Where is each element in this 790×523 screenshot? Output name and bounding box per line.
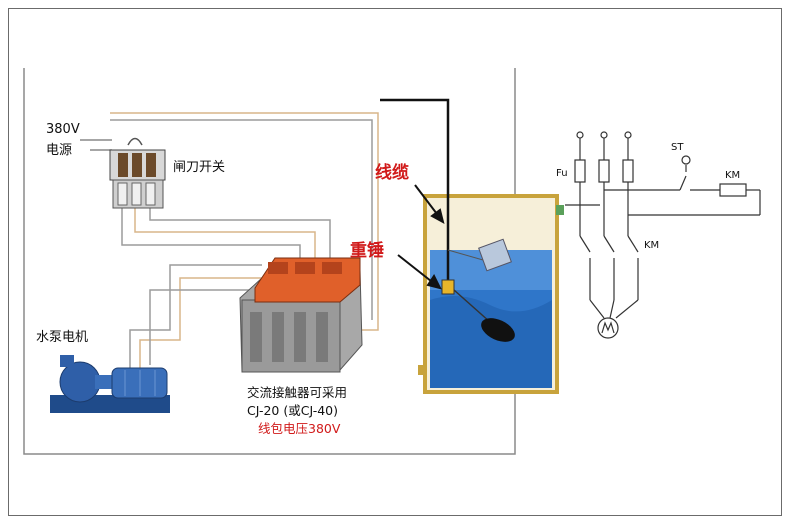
control-schematic: [565, 131, 761, 339]
pump-motor-label: 水泵电机: [36, 330, 89, 345]
ac-contactor: [239, 257, 363, 373]
cable-and-float: [380, 98, 515, 342]
contactor-coil-label: KM: [725, 170, 741, 181]
contactor-caption-line2: CJ-20 (或CJ-40): [247, 403, 338, 418]
motor-wiring: [129, 264, 262, 372]
weight-callout: 重锤: [350, 241, 384, 261]
power-voltage-label: 380V: [46, 122, 80, 137]
cable-callout: 线缆: [375, 163, 409, 183]
knife-switch-label: 闸刀开关: [173, 160, 226, 175]
fuse-label: Fu: [556, 168, 568, 179]
contactor-contacts-label: KM: [644, 240, 660, 251]
coil-voltage-caption: 线包电压380V: [258, 421, 341, 436]
power-source-label: 电源: [46, 143, 73, 158]
knife-switch: [109, 137, 166, 209]
contactor-caption-line1: 交流接触器可采用: [247, 385, 348, 400]
diagram-frame: [8, 8, 782, 516]
pump-motor: [50, 355, 170, 413]
start-button-label: ST: [671, 142, 684, 153]
callout-arrows: [397, 184, 445, 290]
water-tank: [418, 194, 564, 394]
